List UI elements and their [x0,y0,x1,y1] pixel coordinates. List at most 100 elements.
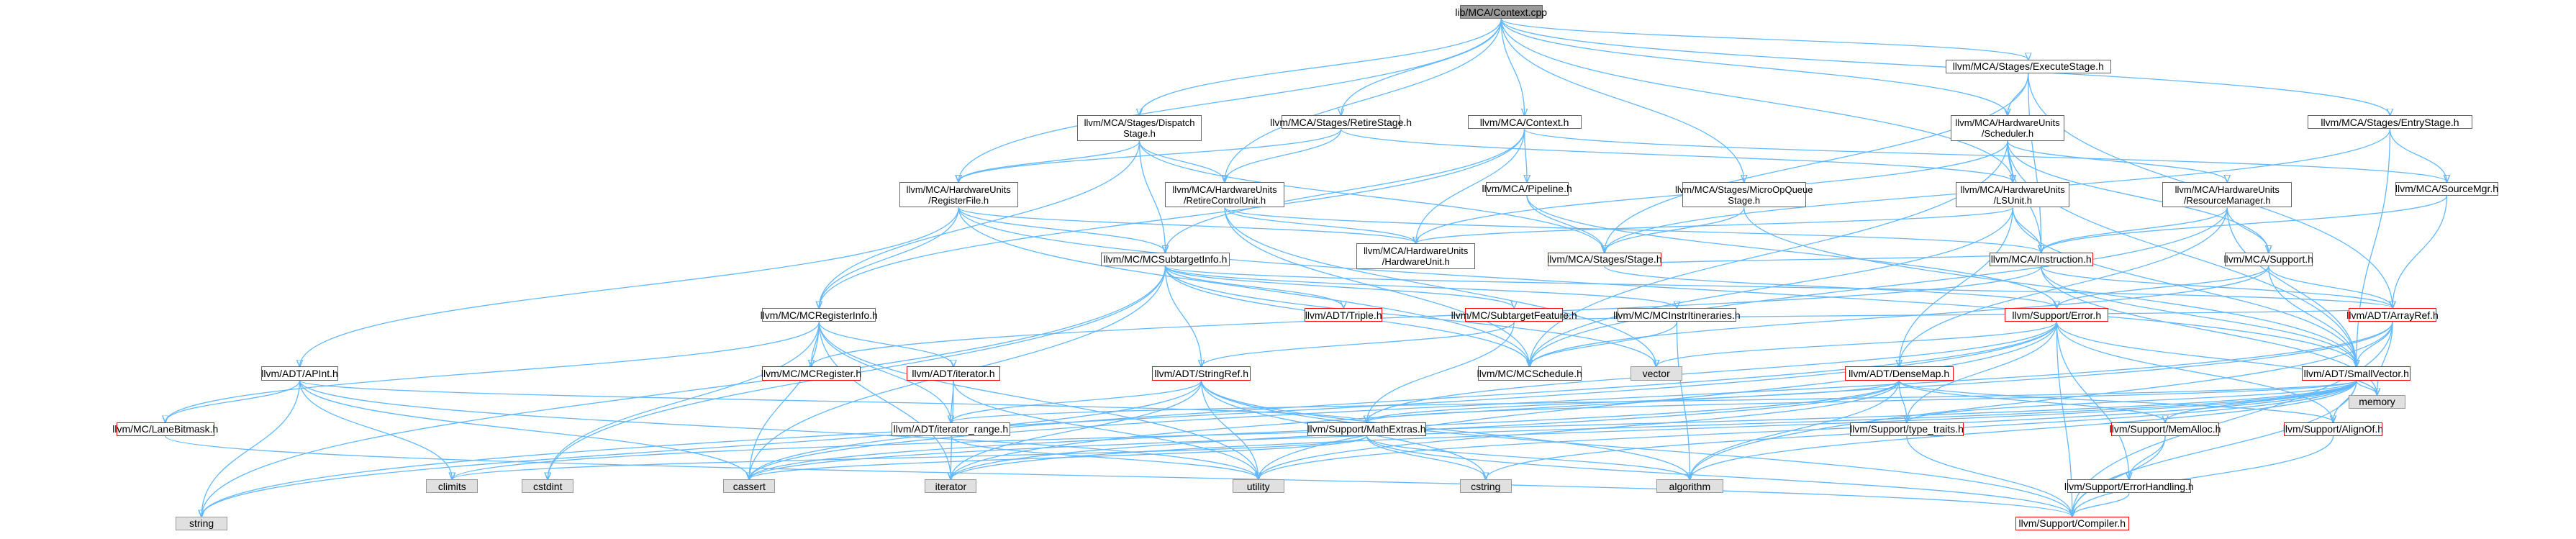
edge-microop-to-smallvector [1743,207,2357,366]
node-resource-manager[interactable]: llvm/MCA/HardwareUnits /ResourceManager.… [2162,181,2292,208]
edge-mcreginfo-to-lanebitmask [165,322,820,422]
node-mc-schedule[interactable]: llvm/MC/MCSchedule.h [1477,366,1582,381]
node-mca-support[interactable]: llvm/MCA/Support.h [2223,252,2313,266]
edge-context_h-to-pipeline [1525,129,1528,181]
node-execute-stage[interactable]: llvm/MCA/Stages/ExecuteStage.h [1945,59,2111,74]
edge-resmgr-to-support [2226,207,2268,252]
node-mc-register-info[interactable]: llvm/MC/MCRegisterInfo.h [760,307,878,322]
node-align-of[interactable]: llvm/Support/AlignOf.h [2282,422,2384,436]
node-context-cpp[interactable]: lib/MCA/Context.cpp [1455,4,1548,19]
edge-memalloc-to-compiler [2072,435,2166,517]
edge-subfeature-to-arrayref [1513,308,2393,322]
node-support-error[interactable]: llvm/Support/Error.h [2005,307,2109,322]
node-error-handling[interactable]: llvm/Support/ErrorHandling.h [2064,479,2194,494]
edge-execstage-to-scheduler [2008,73,2029,115]
edge-resmgr-to-mcschedule [1530,207,2228,366]
node-source-mgr[interactable]: llvm/MCA/SourceMgr.h [2395,181,2499,196]
edge-scheduler-to-support [2007,141,2269,253]
node-microop-queue-stage[interactable]: llvm/MCA/Stages/MicroOpQueue Stage.h [1675,181,1813,208]
edge-mathextras-to-cstring [1366,435,1486,479]
node-scheduler[interactable]: llvm/MCA/HardwareUnits /Scheduler.h [1951,115,2065,141]
edge-iterator_h-to-utility [953,380,1258,479]
edge-regfile-to-mcreginfo [819,207,959,307]
edge-dispatch-to-mcreginfo [819,141,1140,308]
edge-pipeline-to-stage [1526,195,1605,253]
node-entry-stage[interactable]: llvm/MCA/Stages/EntryStage.h [2307,115,2473,130]
node-mc-instr-itineraries[interactable]: llvm/MC/MCInstrItineraries.h [1613,307,1741,322]
edge-apint-to-climits [299,380,453,479]
node-apint[interactable]: llvm/ADT/APInt.h [260,366,339,381]
edge-ctx_cpp-to-lsunit [1500,19,2013,181]
edge-regfile-to-mcschedule [958,207,1530,366]
node-compiler[interactable]: llvm/Support/Compiler.h [2015,516,2129,531]
node-dense-map[interactable]: llvm/ADT/DenseMap.h [1844,366,1954,381]
node-pipeline[interactable]: llvm/MCA/Pipeline.h [1482,181,1572,196]
edge-retirecu-to-hwunit [1224,207,1416,243]
edge-mcsubtarget-to-arrayref [1164,266,2393,308]
edge-regfile-to-hwunit [958,207,1416,243]
edge-mcsubtarget-to-triple [1164,266,1343,308]
edge-ctx_cpp-to-execstage [1500,18,2028,60]
edge-mcreginfo-to-iterrange [818,322,951,422]
node-retire-stage[interactable]: llvm/MCA/Stages/RetireStage.h [1270,115,1412,130]
node-string-ref[interactable]: llvm/ADT/StringRef.h [1152,366,1251,381]
edge-stringref-to-algorithm [1201,380,1690,479]
edge-ctx_cpp-to-retirecu [1225,19,1502,181]
edge-pipeline-to-error [1526,195,2056,308]
edge-apint-to-string [201,380,301,517]
edge-apint-to-lanebitmask [165,380,301,422]
node-small-vector[interactable]: llvm/ADT/SmallVector.h [2302,366,2411,381]
edge-arrayref-to-algorithm [1690,322,2393,479]
node-std-algorithm: algorithm [1656,479,1724,494]
edge-error-to-alignof [2056,322,2333,422]
edge-lsunit-to-smallvector [2012,207,2357,366]
node-lane-bitmask[interactable]: llvm/MC/LaneBitmask.h [112,422,219,436]
edge-error-to-vector [1656,321,2057,366]
edge-sourcemgr-to-arrayref [2393,195,2448,308]
edge-mcreginfo-to-utility [818,322,1258,479]
edge-support-to-arrayref [2268,266,2393,308]
edge-smallvector-to-memory [2356,380,2377,395]
node-std-cstdint: cstdint [522,479,574,494]
edge-iterrange-to-utility [950,435,1258,479]
edge-stringref-to-iterrange [951,380,1202,422]
node-adt-iterator[interactable]: llvm/ADT/iterator.h [907,366,1000,381]
edge-arrayref-to-memory [2377,322,2393,394]
edge-stringref-to-compiler [1201,380,2072,517]
edge-instruction-to-smallvector [2041,266,2357,366]
edge-smallvector-to-iterator_std [951,380,2357,479]
node-mc-subtarget-info[interactable]: llvm/MC/MCSubtargetInfo.h [1100,252,1230,266]
edge-lsunit-to-instruction [2012,207,2041,252]
edge-lsunit-to-hwunit [1416,207,2013,243]
edge-ctx_cpp-to-microop [1500,19,1744,181]
node-math-extras[interactable]: llvm/Support/MathExtras.h [1307,422,1427,436]
node-subtarget-feature[interactable]: llvm/MC/SubtargetFeature.h [1451,307,1577,322]
edge-subfeature-to-stringref [1202,321,1515,366]
node-retire-control-unit[interactable]: llvm/MCA/HardwareUnits /RetireControlUni… [1165,181,1284,208]
edge-memalloc-to-errhandling [2129,435,2166,479]
edge-ctx_cpp-to-context_h [1500,19,1524,115]
node-context-h[interactable]: llvm/MCA/Context.h [1467,115,1582,130]
node-std-iterator: iterator [925,479,977,494]
node-dispatch-stage[interactable]: llvm/MCA/Stages/Dispatch Stage.h [1077,115,1202,141]
node-hardware-unit[interactable]: llvm/MCA/HardwareUnits /HardwareUnit.h [1356,243,1476,270]
edge-execstage-to-instruction [2028,73,2041,252]
node-mc-register[interactable]: llvm/MC/MCRegister.h [761,366,862,381]
node-lsunit[interactable]: llvm/MCA/HardwareUnits /LSUnit.h [1956,181,2070,208]
node-iterator-range[interactable]: llvm/ADT/iterator_range.h [891,422,1010,436]
node-type-traits[interactable]: llvm/Support/type_traits.h [1849,422,1964,436]
node-array-ref[interactable]: llvm/ADT/ArrayRef.h [2346,307,2439,322]
edge-dispatch-to-retirecu [1138,140,1225,182]
node-triple[interactable]: llvm/ADT/Triple.h [1305,307,1383,322]
node-std-string: string [176,516,227,531]
edge-apint-to-cassert [299,380,750,479]
node-stage[interactable]: llvm/MCA/Stages/Stage.h [1547,252,1662,266]
edge-densemap-to-mathextras [1367,380,1900,422]
edge-densemap-to-alignof [1898,380,2333,422]
edge-mathextras-to-compiler [1366,435,2072,517]
node-register-file[interactable]: llvm/MCA/HardwareUnits /RegisterFile.h [899,181,1018,208]
node-instruction[interactable]: llvm/MCA/Instruction.h [1989,252,2093,266]
edge-error-to-cassert [749,322,2057,479]
node-mem-alloc[interactable]: llvm/Support/MemAlloc.h [2109,422,2221,436]
